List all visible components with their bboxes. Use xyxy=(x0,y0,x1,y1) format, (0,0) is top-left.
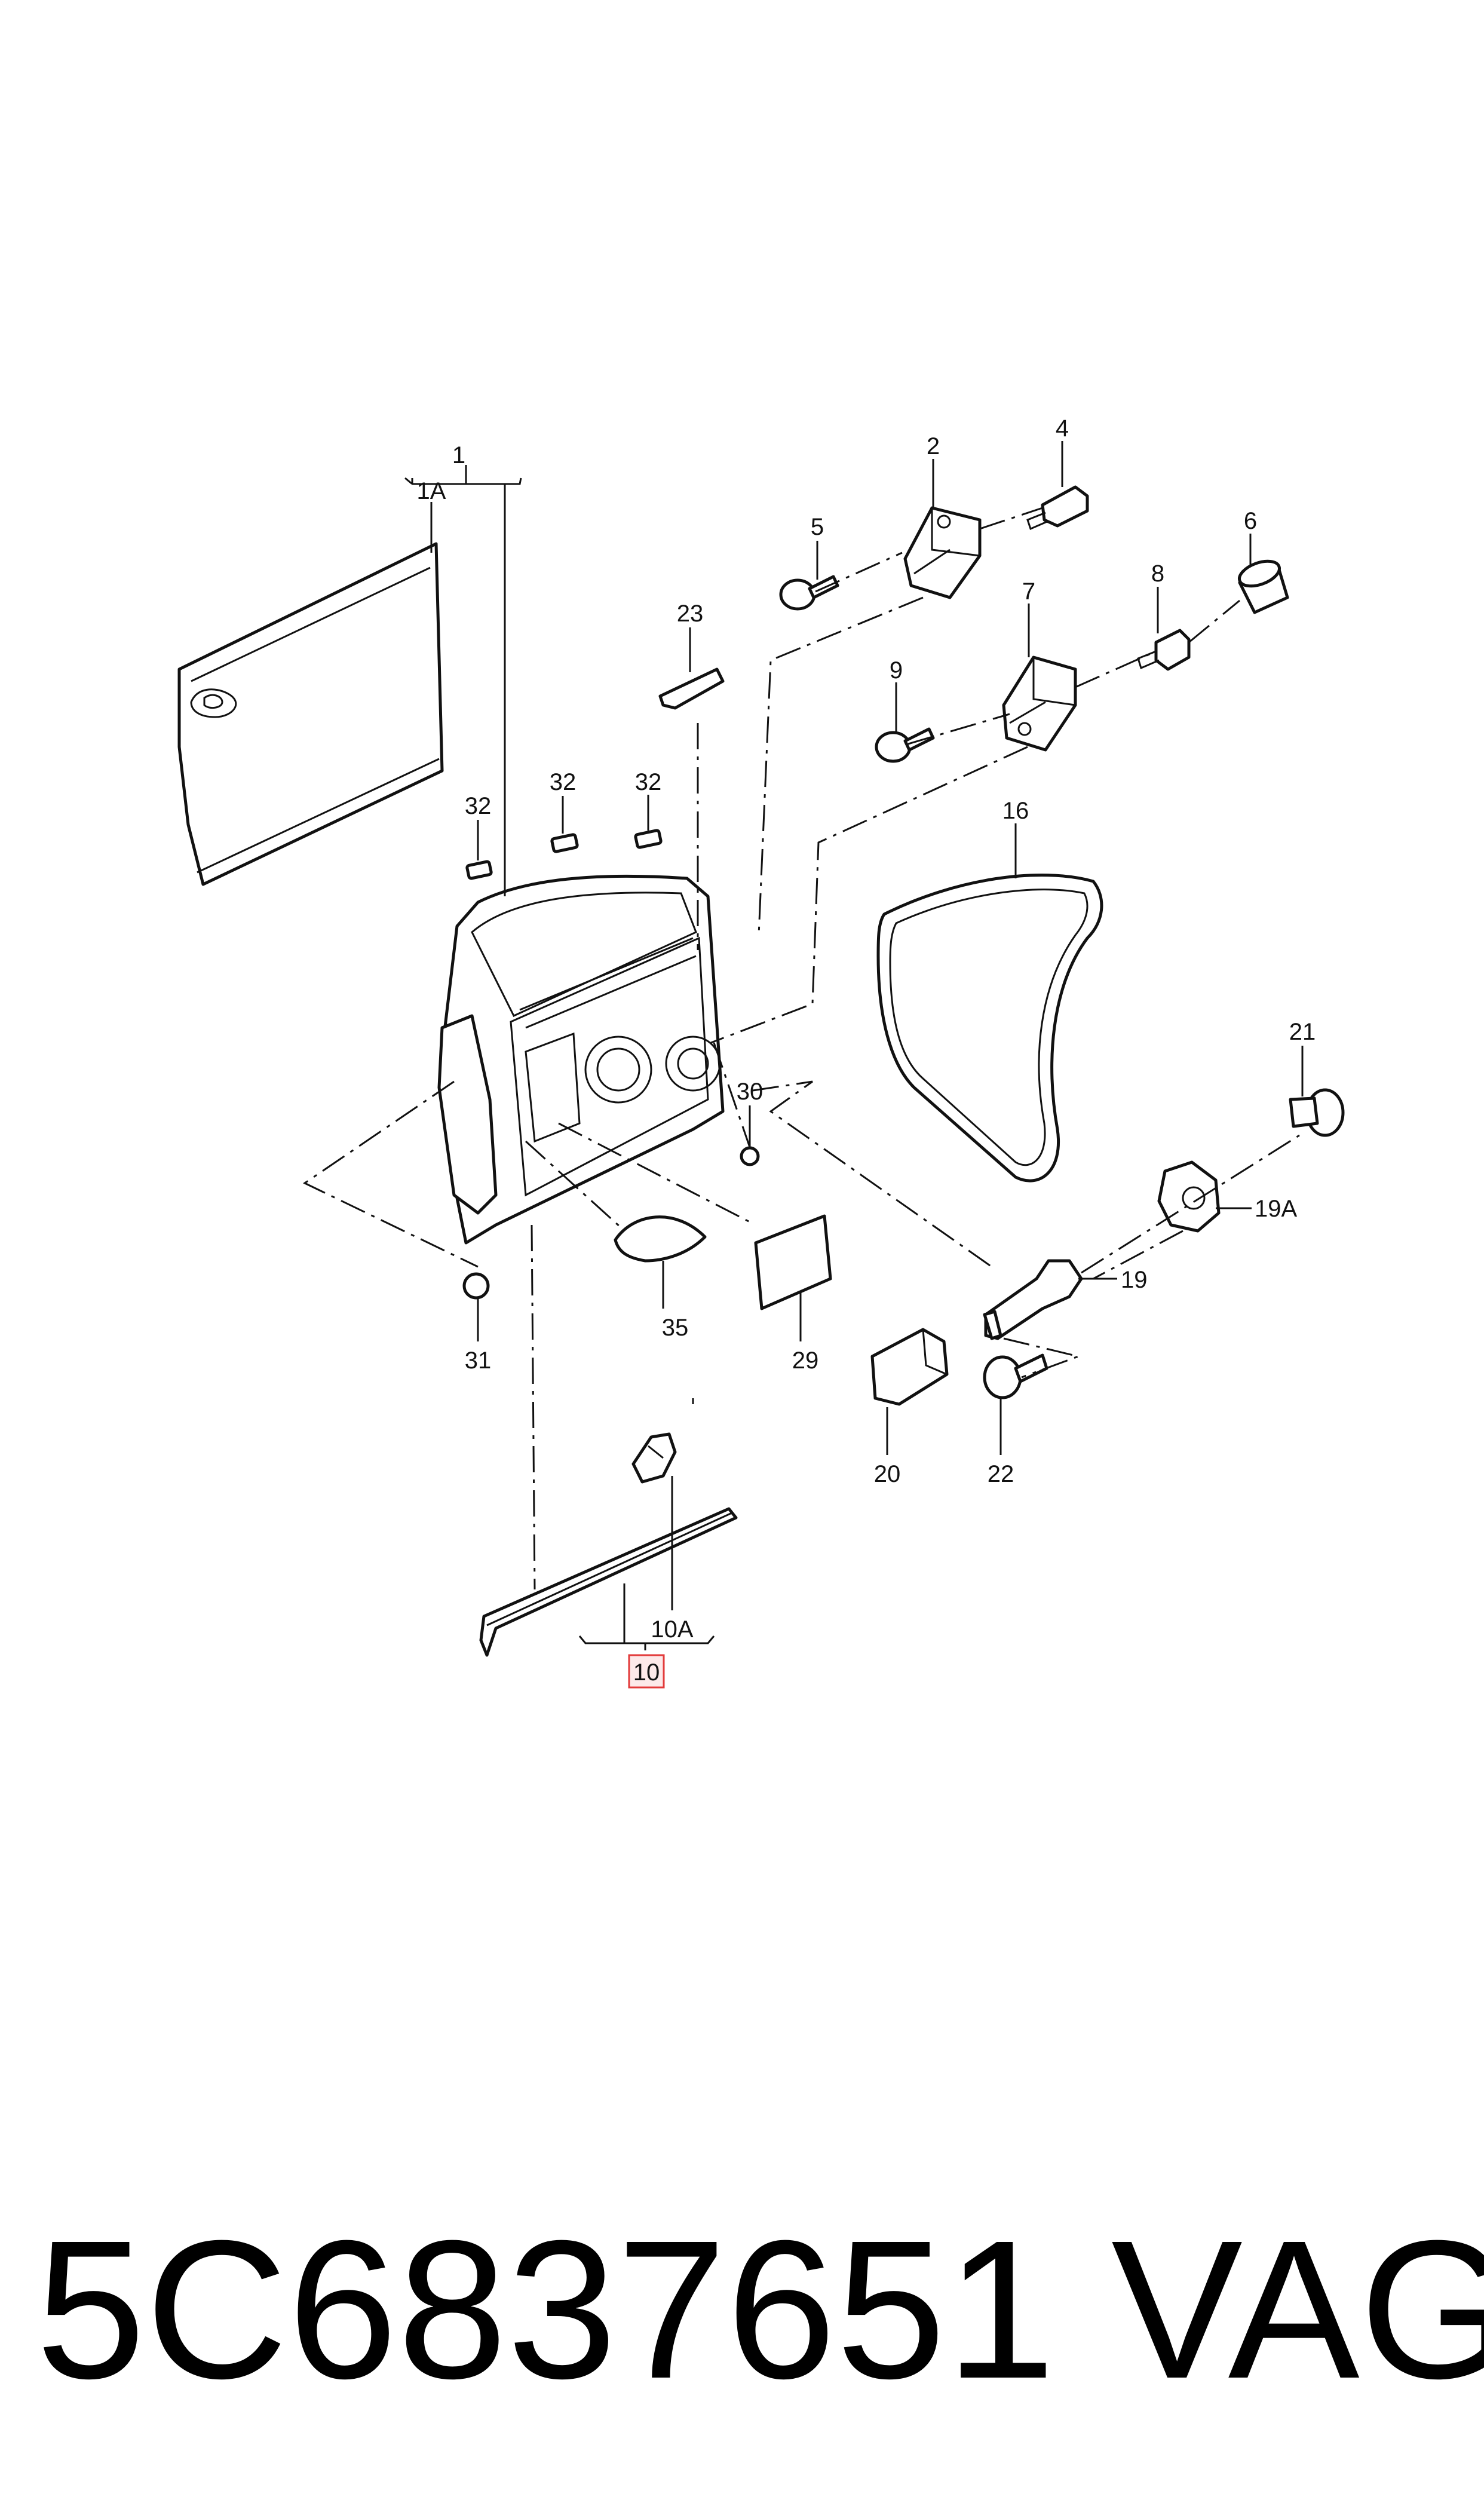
callout-10A: 10A xyxy=(651,1616,693,1643)
plug-30-part xyxy=(740,1146,760,1166)
door-inner-frame-part xyxy=(437,874,725,1245)
callout-30: 30 xyxy=(737,1079,764,1105)
door-outer-skin-part xyxy=(177,542,444,886)
clip-32c-part xyxy=(634,829,663,849)
screw-8-part xyxy=(1137,629,1191,671)
cover-20-part xyxy=(870,1328,949,1406)
leader-lines xyxy=(404,441,1304,1650)
callout-5: 5 xyxy=(811,514,824,540)
callout-4: 4 xyxy=(1056,415,1069,442)
callout-7: 7 xyxy=(1022,578,1035,605)
callout-31: 31 xyxy=(465,1347,492,1374)
callout-1: 1 xyxy=(452,442,465,468)
exploded-parts-diagram: 1 1A 2 4 5 6 7 8 9 23 32 32 32 16 21 19A… xyxy=(177,415,1345,1689)
hinge-7-part xyxy=(1002,655,1077,752)
callout-23: 23 xyxy=(677,601,704,627)
callout-10: 10 xyxy=(633,1659,660,1686)
plug-31-part xyxy=(462,1272,490,1300)
callout-10-highlight-box xyxy=(628,1654,665,1689)
callout-29: 29 xyxy=(792,1347,819,1374)
callout-35: 35 xyxy=(662,1315,689,1341)
brand-label: VAG xyxy=(1111,2199,1484,2419)
bush-6-part xyxy=(1238,559,1289,614)
trim-strip-10-part xyxy=(479,1507,738,1657)
callout-1A: 1A xyxy=(417,478,446,504)
callout-16: 16 xyxy=(1002,798,1029,824)
callout-19: 19 xyxy=(1121,1267,1148,1293)
screw-5-part xyxy=(779,575,839,611)
bracket-23-part xyxy=(658,667,725,710)
callout-6: 6 xyxy=(1244,508,1257,534)
callout-32a: 32 xyxy=(465,793,492,819)
callout-19A: 19A xyxy=(1255,1196,1297,1222)
door-check-19A-part xyxy=(1157,1160,1221,1233)
screw-22-part xyxy=(983,1353,1048,1399)
foil-29-part xyxy=(754,1214,832,1310)
screw-4-part xyxy=(1026,485,1089,531)
clip-10A-part xyxy=(631,1432,677,1484)
callout-21: 21 xyxy=(1289,1019,1316,1045)
cover-35-part xyxy=(614,1215,707,1263)
callout-32b: 32 xyxy=(550,769,577,795)
assembly-guide-lines xyxy=(303,507,1300,1590)
screw-9-part xyxy=(875,727,935,763)
callout-20: 20 xyxy=(874,1461,901,1487)
callout-labels: 1 1A 2 4 5 6 7 8 9 23 32 32 32 16 21 19A… xyxy=(417,415,1316,1689)
callout-9: 9 xyxy=(890,657,903,684)
clip-32a-part xyxy=(465,860,493,880)
callout-8: 8 xyxy=(1151,560,1164,587)
callout-22: 22 xyxy=(988,1461,1014,1487)
part-number-label: 5C6837651 xyxy=(36,2199,1056,2419)
callout-2: 2 xyxy=(927,433,940,460)
door-seal-16-part xyxy=(876,874,1103,1183)
clip-32b-part xyxy=(550,833,579,853)
door-check-strap-19-part xyxy=(983,1259,1083,1340)
callout-32c: 32 xyxy=(635,769,662,795)
bolt-21-part xyxy=(1289,1088,1345,1137)
hinge-2-part xyxy=(903,506,982,599)
